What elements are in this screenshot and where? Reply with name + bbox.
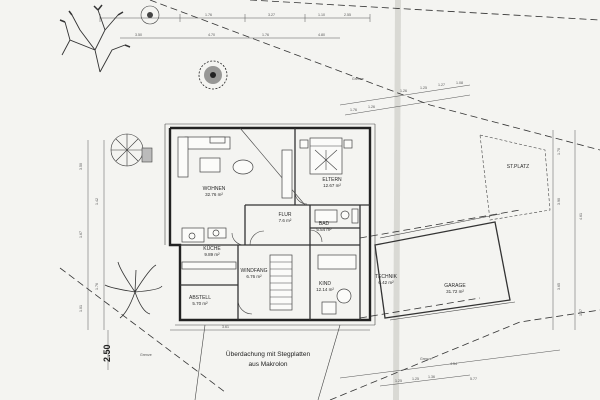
top-dimension-chain: 1.76 3.27 1.10 2.55 3.50 4.70 1.76 4.80 [99,13,371,39]
garage-outline [374,213,516,321]
dim-label: 5.77 [470,377,477,381]
dimension-2-50: 2.50 [102,344,112,362]
dim-label: 1.08 [456,81,463,85]
dim-label: 3.50 [135,33,142,37]
dim-label: 2.55 [344,13,351,17]
room-label-abstell: ABSTELL [189,295,211,301]
dim-label: 1.76 [205,13,212,17]
room-label-kueche: KÜCHE [203,245,221,252]
room-area-abstell: 5.70 m² [192,301,208,306]
bathroom-fixtures [314,208,359,224]
dim-label: 4.70 [208,33,215,37]
shrub-icon [198,60,228,90]
dim-label: 1.42 [95,198,99,205]
canopy-note-line1: Überdachung mit Stegplatten [226,350,311,358]
dim-label: 1.76 [350,108,357,112]
sofa-furniture [177,136,254,178]
dim-label: 1.76 [262,33,269,37]
room-area-garage: 31.72 m² [446,289,464,294]
palm-plant-icon [104,261,163,319]
dim-label: 3.27 [268,13,275,17]
room-area-kueche: 9.89 m² [204,252,220,257]
dim-label: 3.61 [222,325,229,329]
dim-label: 1.70 [557,148,561,155]
dim-label: 3.65 [557,283,561,290]
room-label-garage: GARAGE [444,283,466,289]
wardrobe-flur [281,149,293,199]
dim-label: 1.67 [79,231,83,238]
room-area-windfang: 6.76 m² [246,274,262,279]
room-area-flur: 7.6 m² [279,218,292,223]
dim-label: 3.50 [79,163,83,170]
dim-label: 1.76 [95,283,99,290]
house-outline [164,123,376,326]
right-dimension-chain: 1.70 3.90 4.61 3.65 1.07 [552,130,583,330]
room-label-kind: KIND [319,281,331,287]
boundary-label: Grenze [352,77,364,81]
canopy-note-line2: aus Makrolon [248,361,287,368]
parking-space-outline [479,134,551,221]
bed-furniture [299,137,353,175]
room-label-wohnen: WOHNEN [203,186,226,192]
boundary-label: Grenze [140,353,152,357]
dim-label: 1.25 [420,86,427,90]
room-area-bad: 5.54 m² [316,227,332,232]
room-area-eltern: 12.67 m² [323,183,341,188]
ridge-line [239,127,306,206]
entrance-canopy [194,324,341,400]
door-swings [231,191,323,315]
dim-label: 4.54 [450,362,457,366]
dim-label: 3.90 [557,198,561,205]
dim-label: 1.25 [395,379,402,383]
dim-label: 1.26 [368,105,375,109]
small-plant-icon [140,5,160,25]
paper-fold [393,0,401,400]
stairs [269,254,293,311]
right-top-dimension-chain: 1.26 1.25 1.27 1.08 1.76 1.26 Grenze [339,77,471,116]
tree-icon [59,4,131,73]
room-label-bad: BAD [319,221,330,227]
left-dimension-chain: 3.50 1.67 1.42 1.76 1.01 2.50 [79,140,112,370]
room-label-flur: FLUR [278,212,291,218]
dim-label: 1.01 [79,305,83,312]
kitchen-counter [181,227,237,270]
room-label-technik: TECHNIK [375,274,398,280]
dim-label: 4.80 [318,33,325,37]
dim-label: 1.10 [318,13,325,17]
room-area-wohnen: 32.76 m² [205,192,223,197]
bottom-dimension-chain: 1.25 1.25 1.36 4.54 5.77 Grenze Grenze 3… [140,325,561,387]
kid-room-furniture [317,254,357,315]
terrace-umbrella-icon [110,133,153,167]
dim-label: 4.61 [579,213,583,220]
boundary-label: Grenze [420,357,432,361]
room-label-eltern: ELTERN [322,177,342,183]
dim-label: 1.26 [400,89,407,93]
dim-label: 1.07 [579,309,583,316]
dim-label: 1.27 [438,83,445,87]
room-area-technik: 6.42 m² [378,280,394,285]
room-label-stplatz: ST.PLATZ [507,164,529,170]
dim-label: 1.36 [428,375,435,379]
property-boundary-lines [59,0,600,400]
dim-label: 1.25 [412,377,419,381]
room-label-windfang: WINDFANG [241,268,268,274]
room-area-kind: 12.14 m² [316,287,334,292]
